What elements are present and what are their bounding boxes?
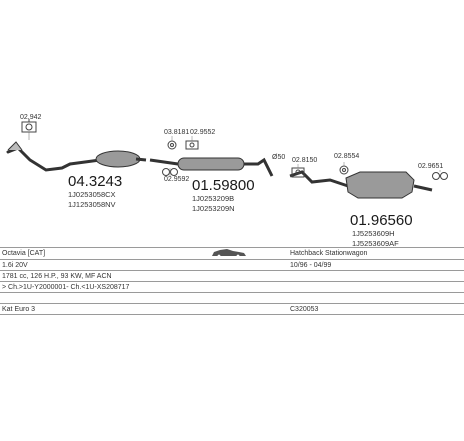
downpipe-part-number: 04.3243: [68, 173, 123, 190]
hanger-rear-number: 02.9651: [418, 163, 444, 170]
spec-row-displacement: 1781 cc, 126 H.P., 93 KW, MF ACN: [0, 270, 464, 282]
spec-row-norm: Kat Euro 3 C320053: [0, 303, 464, 315]
leader-lines: [169, 136, 441, 176]
spec-row-chassis: > Ch.>1U-Y2000001- Ch.<1U-XS208717: [0, 281, 464, 293]
car-silhouette-icon: [212, 249, 246, 258]
hanger-rear-icon: [432, 172, 448, 180]
vehicle-spec-table: Octavia [CAT] Hatchback Stationwagon 1.6…: [0, 247, 464, 315]
clamp-left-number: 02.942: [20, 114, 42, 121]
ring-rear-icon: [339, 165, 349, 175]
spec-displacement: 1781 cc, 126 H.P., 93 KW, MF ACN: [0, 270, 464, 282]
hanger-middle-icon: [162, 168, 178, 176]
downpipe-catalyst-icon: [6, 141, 147, 172]
rear-oem-code-1: 1J5253609H: [352, 229, 395, 238]
exhaust-diagram: [6, 119, 448, 199]
center-part-number: 01.59800: [192, 177, 255, 194]
gasket-number: 03.8181: [164, 129, 190, 136]
spec-body: Hatchback Stationwagon: [288, 247, 464, 260]
clamp-middle-number: 02.9552: [190, 129, 216, 136]
downpipe-oem-code-1: 1J0253058CX: [68, 190, 116, 199]
rear-silencer-icon: [289, 170, 433, 199]
spec-row-model: Octavia [CAT] Hatchback Stationwagon: [0, 247, 464, 260]
rear-oem-code-2: 1J5253609AF: [352, 239, 399, 248]
spec-brand-cell: [209, 247, 288, 260]
spec-code: C320053: [288, 303, 464, 315]
spec-engine: 1.6i 20V: [0, 259, 288, 271]
center-oem-code-1: 1J0253209B: [192, 194, 235, 203]
spec-empty-cell: [0, 292, 464, 304]
spec-row-engine: 1.6i 20V 10/96 - 04/99: [0, 259, 464, 271]
gasket-icon: [167, 140, 177, 150]
spec-model: Octavia [CAT]: [0, 247, 209, 260]
rear-part-number: 01.96560: [350, 212, 413, 229]
spec-norm: Kat Euro 3: [0, 303, 288, 315]
center-muffler-icon: [149, 157, 274, 177]
clamp-rear-number: 02.8150: [292, 157, 318, 164]
spec-years: 10/96 - 04/99: [288, 259, 464, 271]
clamp-middle-icon: [185, 140, 199, 150]
pipe-diameter: Ø50: [272, 154, 286, 161]
center-oem-code-2: 1J0253209N: [192, 204, 235, 213]
ring-rear-number: 02.8554: [334, 153, 360, 160]
spec-chassis: > Ch.>1U-Y2000001- Ch.<1U-XS208717: [0, 281, 464, 293]
downpipe-oem-code-2: 1J1253058NV: [68, 200, 116, 209]
spec-row-empty: [0, 292, 464, 304]
hanger-middle-number: 02.9592: [164, 176, 190, 183]
